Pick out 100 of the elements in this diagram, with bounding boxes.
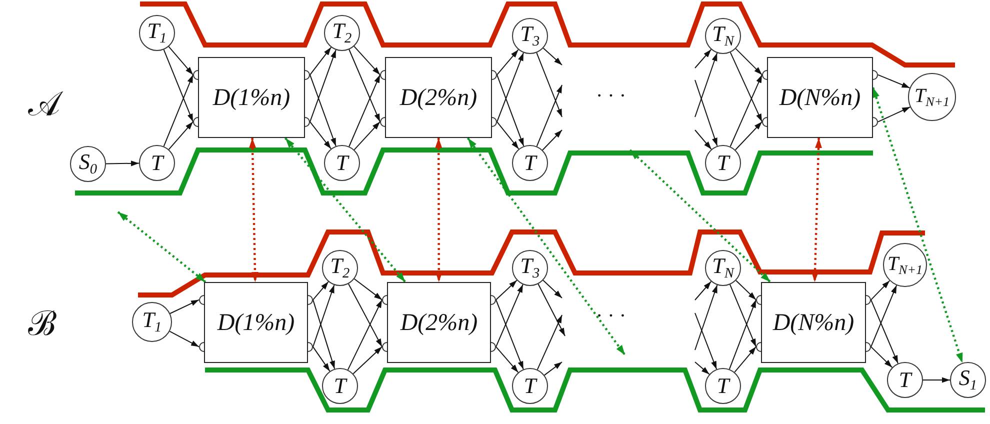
arrow	[735, 48, 762, 76]
state-circle	[322, 368, 358, 404]
arrow	[694, 52, 718, 118]
arrow	[728, 299, 756, 370]
arrow	[730, 284, 756, 348]
node-label: T$_{N}$	[712, 23, 734, 49]
node-label: D(N%n)	[779, 86, 861, 110]
node-label: T$_{N}$	[712, 255, 734, 281]
arrow	[734, 346, 756, 373]
arrow	[168, 46, 194, 76]
process-box	[204, 282, 308, 363]
state-circle	[132, 302, 172, 342]
state-circle	[705, 145, 741, 181]
arrow	[538, 284, 566, 336]
arrow	[870, 346, 893, 368]
dotted-arrow	[872, 87, 964, 364]
arrow	[169, 330, 200, 348]
node-label: T$_{1}$	[142, 309, 162, 335]
arrow	[536, 52, 562, 118]
node-label: T	[524, 375, 536, 397]
arrow	[163, 74, 194, 147]
arrow	[694, 80, 718, 146]
state-circle	[512, 145, 548, 181]
state-circle	[950, 362, 986, 398]
arrow	[354, 46, 380, 76]
arrow	[544, 362, 562, 376]
arrow	[730, 52, 762, 122]
arrow	[354, 121, 380, 150]
state-circle	[883, 243, 927, 287]
process-box	[761, 282, 866, 363]
arrow	[870, 299, 898, 364]
node-label: T	[334, 375, 346, 397]
arrow	[694, 49, 712, 68]
node-label: T$_{N+1}$	[887, 254, 923, 276]
state-circle	[139, 145, 175, 181]
ellipsis: · · ·	[596, 306, 626, 326]
arrow	[878, 74, 910, 88]
arrow	[348, 283, 382, 348]
state-circle	[512, 18, 548, 54]
arrow	[496, 346, 519, 373]
arrow	[536, 314, 562, 370]
node-label: T$_{2}$	[332, 20, 352, 46]
arrow	[694, 130, 712, 150]
state-circle	[324, 15, 360, 51]
state-circle	[705, 368, 741, 404]
state-circle	[70, 146, 106, 182]
state-circle	[887, 362, 923, 398]
arrow	[354, 278, 382, 300]
node-label: T$_{3}$	[520, 23, 540, 49]
arrow	[542, 280, 562, 298]
node-label: T$_{N+1}$	[914, 86, 950, 108]
arrow	[694, 362, 710, 375]
arrow	[694, 281, 712, 300]
arrow	[496, 74, 524, 147]
node-label: D(1%n)	[217, 310, 295, 334]
state-circle	[324, 145, 360, 181]
arrow	[310, 121, 332, 150]
node-label: T$_{1}$	[147, 20, 167, 46]
arrow	[734, 121, 762, 150]
arrow	[730, 74, 762, 147]
arrow	[170, 299, 200, 314]
node-label: T$_{2}$	[330, 255, 350, 281]
arrow	[496, 52, 524, 122]
arrow	[694, 312, 718, 370]
arrow	[163, 49, 194, 122]
dotted-arrow	[249, 138, 258, 282]
dotted-arrow	[284, 137, 406, 283]
arrow	[496, 284, 524, 348]
arrow	[312, 281, 329, 300]
node-label: S$_{0}$	[78, 151, 98, 177]
arrow	[542, 130, 562, 151]
node-label: T	[150, 152, 164, 174]
arrow	[352, 346, 382, 374]
node-label: D(1%n)	[212, 86, 290, 110]
state-circle	[512, 250, 548, 286]
dotted-arrow	[435, 138, 442, 282]
node-label: T	[524, 152, 536, 174]
arrow	[496, 280, 518, 300]
dotted-arrow	[117, 211, 206, 283]
arrow	[870, 284, 898, 348]
node-label: T	[716, 375, 730, 397]
arrow	[496, 299, 524, 370]
dotted-arrow	[466, 137, 626, 356]
process-box	[385, 57, 492, 138]
row-label: ℬ	[28, 308, 56, 342]
state-circle	[908, 73, 956, 121]
process-box	[767, 57, 873, 138]
arrow	[922, 377, 950, 383]
arrow	[347, 299, 382, 370]
arrow	[496, 49, 519, 76]
state-circle	[705, 18, 741, 54]
arrow	[168, 121, 194, 150]
arrow	[870, 280, 890, 300]
node-label: T	[336, 152, 348, 174]
node-label: T$_{3}$	[520, 255, 540, 281]
state-circle	[512, 368, 548, 404]
state-circle	[705, 250, 741, 286]
state-circle	[322, 250, 358, 286]
arrow	[312, 299, 336, 370]
node-label: D(N%n)	[772, 310, 854, 334]
